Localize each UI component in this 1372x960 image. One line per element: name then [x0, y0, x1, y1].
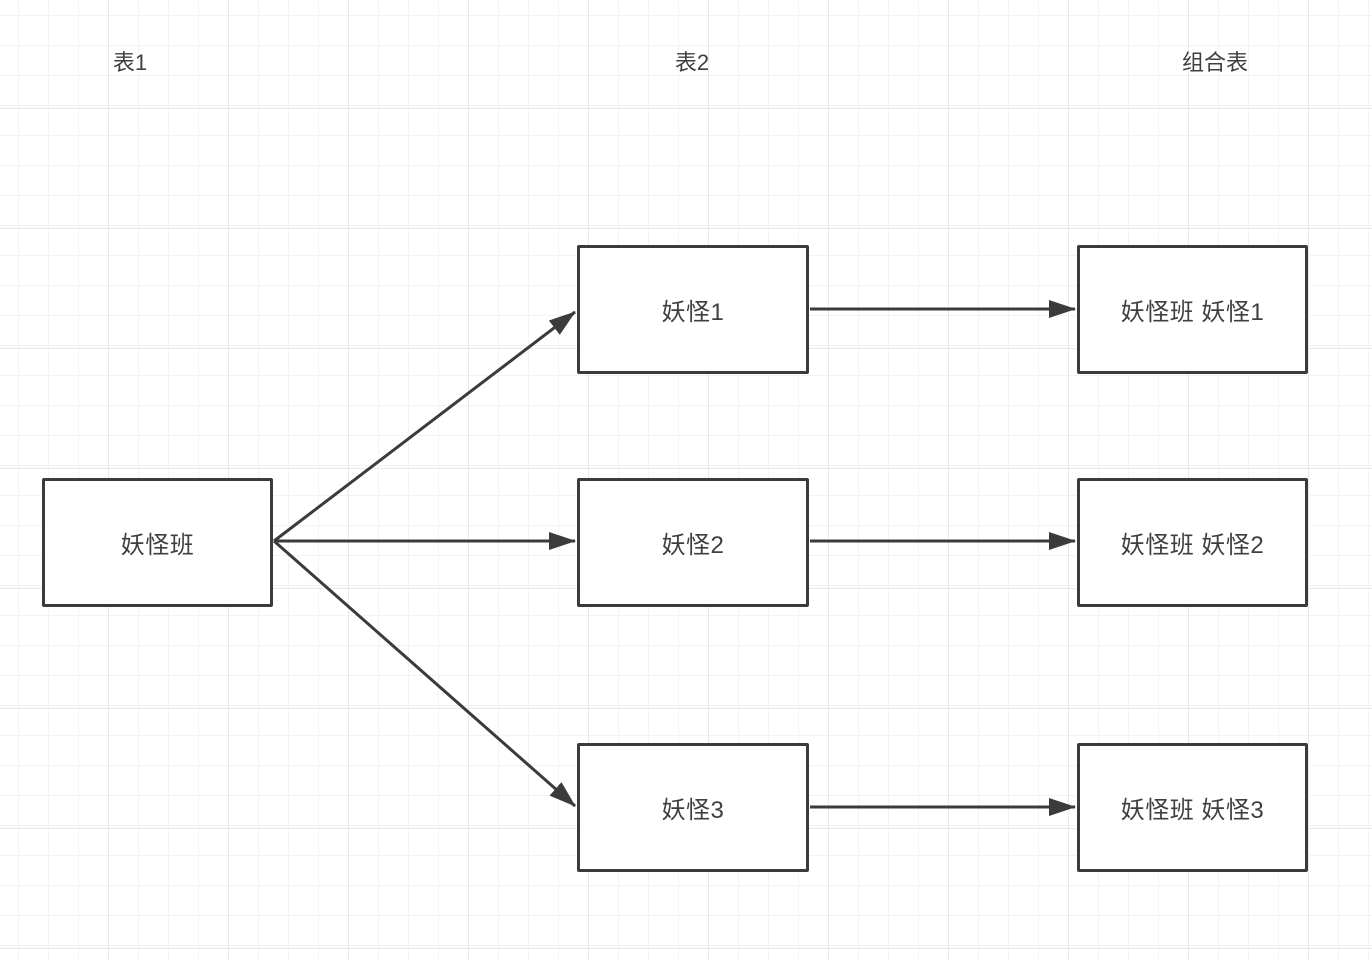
node-monster-1: 妖怪1	[577, 245, 809, 374]
node-combined-1: 妖怪班 妖怪1	[1077, 245, 1308, 374]
node-source-class: 妖怪班	[42, 478, 273, 607]
node-combined-3: 妖怪班 妖怪3	[1077, 743, 1308, 872]
column-header-table1: 表1	[112, 50, 148, 75]
node-combined-2: 妖怪班 妖怪2	[1077, 478, 1308, 607]
node-monster-3: 妖怪3	[577, 743, 809, 872]
column-header-table2: 表2	[674, 50, 710, 75]
node-monster-2: 妖怪2	[577, 478, 809, 607]
edge-source-to-monster3	[273, 539, 576, 808]
edge-source-to-monster1	[273, 310, 576, 543]
column-header-combined: 组合表	[1181, 50, 1249, 75]
